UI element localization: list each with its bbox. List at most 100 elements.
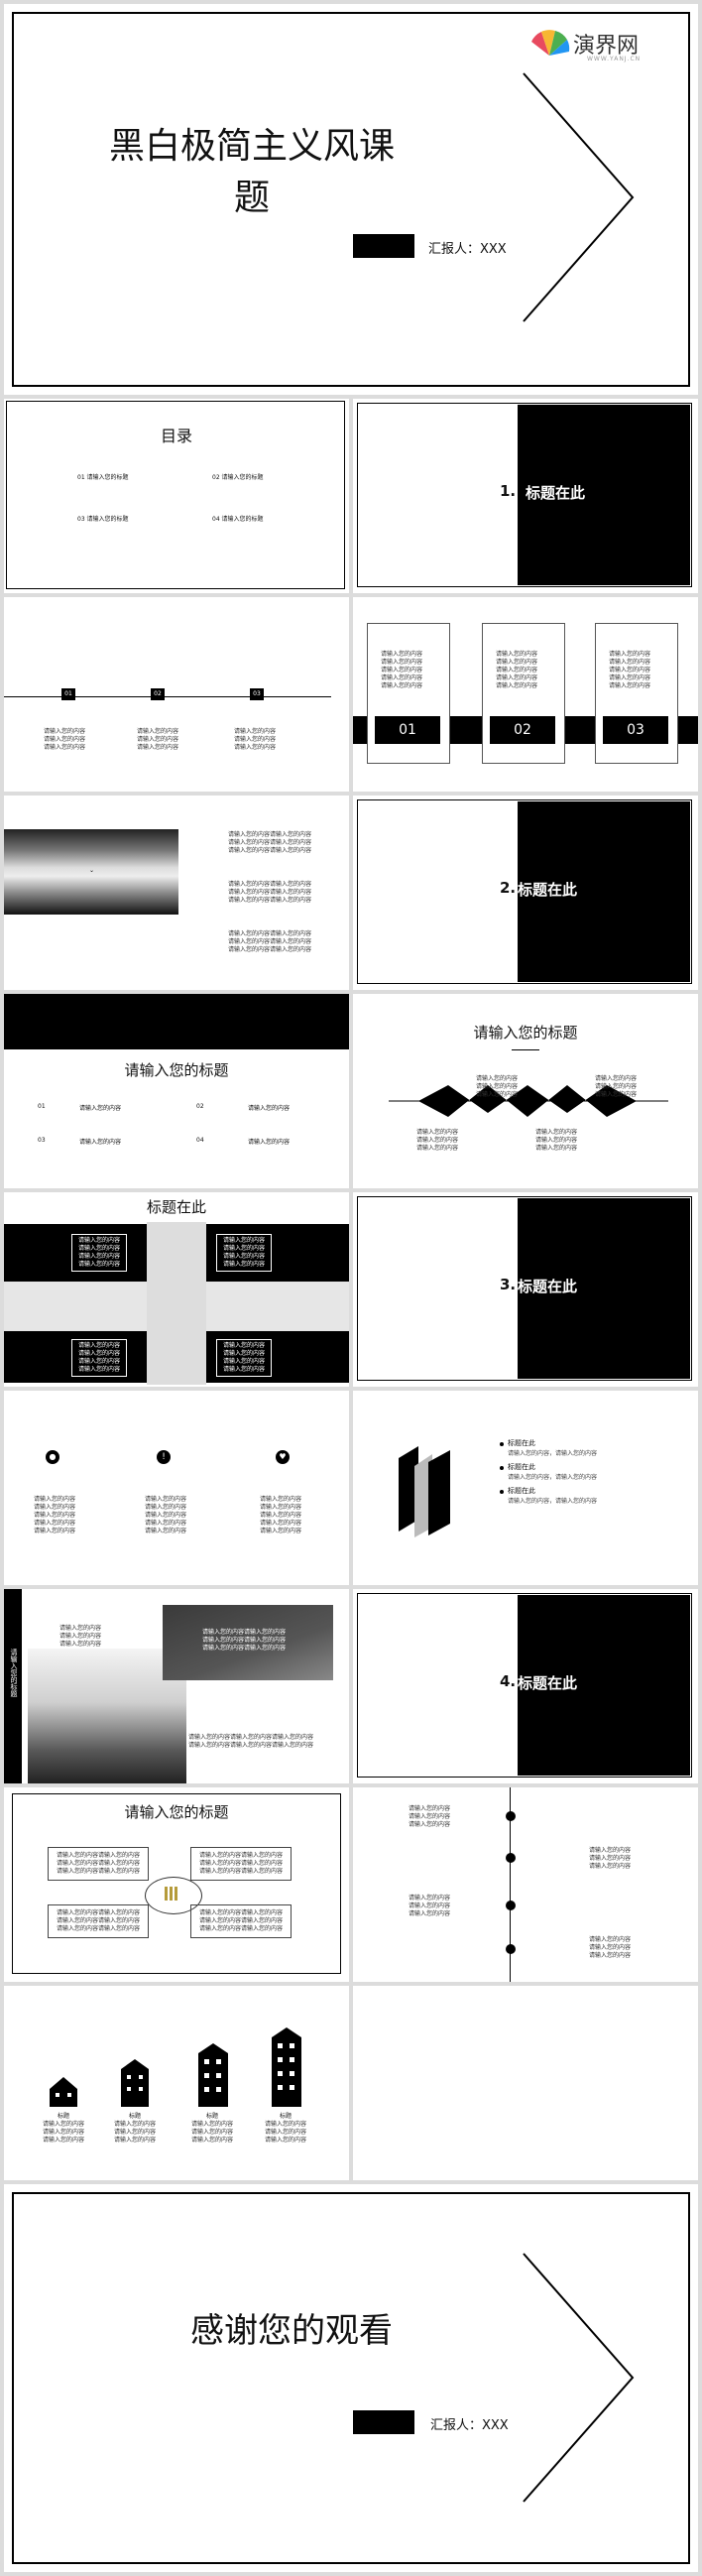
- forest-photo: [28, 1649, 186, 1783]
- timeline-line: [4, 696, 331, 697]
- card-badge: 02: [490, 716, 555, 744]
- list-item-number: 02: [196, 1103, 204, 1110]
- timeline-text: 请输入您的内容 请输入您的内容 请输入您的内容: [137, 728, 179, 751]
- logo-fan-icon: [531, 30, 570, 56]
- list-item-text: 请输入您的内容: [79, 1105, 122, 1112]
- hub-text-box: 请输入您的内容请输入您的内容 请输入您的内容请输入您的内容 请输入您的内容请输入…: [190, 1847, 292, 1881]
- icon-text: 请输入您的内容 请输入您的内容 请输入您的内容 请输入您的内容 请输入您的内容: [34, 1496, 76, 1534]
- icons-slide: ● ! ♥ 请输入您的内容 请输入您的内容 请输入您的内容 请输入您的内容 请输…: [4, 1391, 349, 1585]
- building-text: 请输入您的内容 请输入您的内容 请输入您的内容: [113, 2121, 156, 2144]
- section-frame: [357, 1593, 692, 1778]
- wave-title-underline: [512, 1049, 539, 1050]
- cards-slide: 请输入您的内容 请输入您的内容 请输入您的内容 请输入您的内容 请输入您的内容 …: [353, 597, 698, 792]
- bird-icon: ⌄: [89, 867, 95, 874]
- building-tall-icon: [272, 2027, 301, 2107]
- cover-slide: 演界网 WWW.YANJ.CN 黑白极简主义风课题 汇报人：XXX: [4, 4, 698, 395]
- panels-graphic: [399, 1446, 450, 1537]
- mountain-photo: [163, 1605, 333, 1680]
- card-badge: 01: [375, 716, 440, 744]
- cover-frame: [12, 12, 690, 387]
- alert-icon: !: [157, 1450, 171, 1464]
- cover-black-bar: [353, 234, 414, 258]
- end-reporter: 汇报人：XXX: [430, 2418, 509, 2433]
- dot-marker: [506, 1811, 516, 1821]
- banner-text-box: 请输入您的内容 请输入您的内容 请输入您的内容 请输入您的内容: [71, 1339, 128, 1377]
- building-text: 请输入您的内容 请输入您的内容 请输入您的内容: [190, 2121, 233, 2144]
- toc-title: 目录: [160, 427, 192, 445]
- end-slide: 感谢您的观看 汇报人：XXX: [4, 2184, 698, 2572]
- toc-frame: [6, 401, 345, 589]
- section-black-panel: [518, 801, 690, 982]
- section-title: 标题在此: [518, 1674, 578, 1692]
- chevron-decoration: [523, 72, 635, 322]
- dots-text: 请输入您的内容 请输入您的内容 请输入您的内容: [409, 1805, 451, 1828]
- vertical-text-3: 请输入您的内容请输入您的内容请输入您的内容 请输入您的内容请输入您的内容请输入您…: [188, 1734, 314, 1749]
- toc-slide: 目录 01 请输入您的标题 02 请输入您的标题 03 请输入您的标题 04 请…: [4, 399, 349, 593]
- photo-text-block: 请输入您的内容请输入您的内容 请输入您的内容请输入您的内容 请输入您的内容请输入…: [228, 881, 312, 904]
- end-title: 感谢您的观看: [190, 2311, 393, 2351]
- section-title: 标题在此: [526, 484, 586, 502]
- buildings-slide: 标题 标题 标题 标题 请输入您的内容 请输入您的内容 请输入您的内容 请输入您…: [4, 1986, 349, 2180]
- cover-reporter: 汇报人：XXX: [428, 242, 507, 257]
- vertical-text-2: 请输入您的内容请输入您的内容 请输入您的内容请输入您的内容 请输入您的内容请输入…: [202, 1629, 287, 1652]
- card-text: 请输入您的内容 请输入您的内容 请输入您的内容 请输入您的内容 请输入您的内容: [609, 651, 651, 689]
- dots-slide: 请输入您的内容 请输入您的内容 请输入您的内容 请输入您的内容 请输入您的内容 …: [353, 1787, 698, 1982]
- hub-slide: 请输入您的标题 请输入您的内容请输入您的内容 请输入您的内容请输入您的内容 请输…: [4, 1787, 349, 1982]
- wave-text: 请输入您的内容 请输入您的内容 请输入您的内容: [595, 1075, 638, 1098]
- section-number: 3.: [500, 1276, 517, 1293]
- dot-marker: [506, 1853, 516, 1863]
- list-item-number: 04: [196, 1137, 204, 1144]
- section-frame: [357, 799, 692, 984]
- brand-url: WWW.YANJ.CN: [587, 56, 642, 62]
- dot-marker: [506, 1944, 516, 1954]
- vertical-text-1: 请输入您的内容 请输入您的内容 请输入您的内容: [59, 1625, 102, 1648]
- brand-name: 演界网: [573, 34, 640, 59]
- banner-text-box: 请输入您的内容 请输入您的内容 请输入您的内容 请输入您的内容: [216, 1339, 273, 1377]
- bullet-title: 标题在此: [508, 1439, 535, 1447]
- toc-item[interactable]: 04 请输入您的标题: [212, 516, 264, 523]
- toc-item[interactable]: 03 请输入您的标题: [77, 516, 129, 523]
- wave-text: 请输入您的内容 请输入您的内容 请输入您的内容: [476, 1075, 519, 1098]
- building-label: 标题: [279, 2113, 292, 2120]
- card-text: 请输入您的内容 请输入您的内容 请输入您的内容 请输入您的内容 请输入您的内容: [381, 651, 423, 689]
- house-icon: [50, 2077, 77, 2107]
- info-icon: ●: [46, 1450, 59, 1464]
- hub-text-box: 请输入您的内容请输入您的内容 请输入您的内容请输入您的内容 请输入您的内容请输入…: [190, 1904, 292, 1938]
- section-number: 1.: [500, 482, 517, 500]
- dots-text: 请输入您的内容 请输入您的内容 请输入您的内容: [589, 1847, 632, 1870]
- section-frame: [357, 403, 692, 587]
- bullet-text: 请输入您的内容，请输入您的内容: [508, 1450, 598, 1457]
- timeline-text: 请输入您的内容 请输入您的内容 请输入您的内容: [234, 728, 277, 751]
- heart-icon: ♥: [276, 1450, 290, 1464]
- banner-title: 标题在此: [146, 1198, 206, 1216]
- building-medium-icon: [198, 2043, 228, 2107]
- banner-text-box: 请输入您的内容 请输入您的内容 请输入您的内容 请输入您的内容: [216, 1234, 273, 1272]
- card-text: 请输入您的内容 请输入您的内容 请输入您的内容 请输入您的内容 请输入您的内容: [496, 651, 538, 689]
- list-header-bar: [4, 994, 349, 1049]
- list-item-number: 03: [38, 1137, 46, 1144]
- end-frame: [12, 2192, 690, 2564]
- bullet-title: 标题在此: [508, 1463, 535, 1471]
- building-text: 请输入您的内容 请输入您的内容 请输入您的内容: [42, 2121, 84, 2144]
- timeline-badge: 03: [250, 688, 264, 700]
- bullet-dot: [500, 1490, 504, 1494]
- bullet-text: 请输入您的内容，请输入您的内容: [508, 1498, 598, 1505]
- vertical-bar: [4, 1589, 22, 1783]
- section-black-panel: [518, 1198, 690, 1379]
- vertical-slide: 请输入您的标题 请输入您的内容 请输入您的内容 请输入您的内容 请输入您的内容请…: [4, 1589, 349, 1783]
- wave-title: 请输入您的标题: [473, 1024, 578, 1042]
- toc-item[interactable]: 02 请输入您的标题: [212, 474, 264, 481]
- photo-text-block: 请输入您的内容请输入您的内容 请输入您的内容请输入您的内容 请输入您的内容请输入…: [228, 930, 312, 953]
- section-black-panel: [518, 1595, 690, 1776]
- cloud-photo: [4, 829, 178, 915]
- list-title: 请输入您的标题: [124, 1061, 229, 1079]
- photo-text-slide: ⌄ 请输入您的内容请输入您的内容 请输入您的内容请输入您的内容 请输入您的内容请…: [4, 796, 349, 990]
- toc-item[interactable]: 01 请输入您的标题: [77, 474, 129, 481]
- photo-text-block: 请输入您的内容请输入您的内容 请输入您的内容请输入您的内容 请输入您的内容请输入…: [228, 831, 312, 854]
- banner-center-column: [147, 1222, 206, 1385]
- banner-slide: 标题在此 请输入您的内容 请输入您的内容 请输入您的内容 请输入您的内容 请输入…: [4, 1192, 349, 1387]
- hub-frame: [12, 1793, 341, 1974]
- vertical-label: 请输入您的标题: [10, 1649, 18, 1697]
- timeline-text: 请输入您的内容 请输入您的内容 请输入您的内容: [44, 728, 86, 751]
- section-slide-2: 2. 标题在此: [353, 796, 698, 990]
